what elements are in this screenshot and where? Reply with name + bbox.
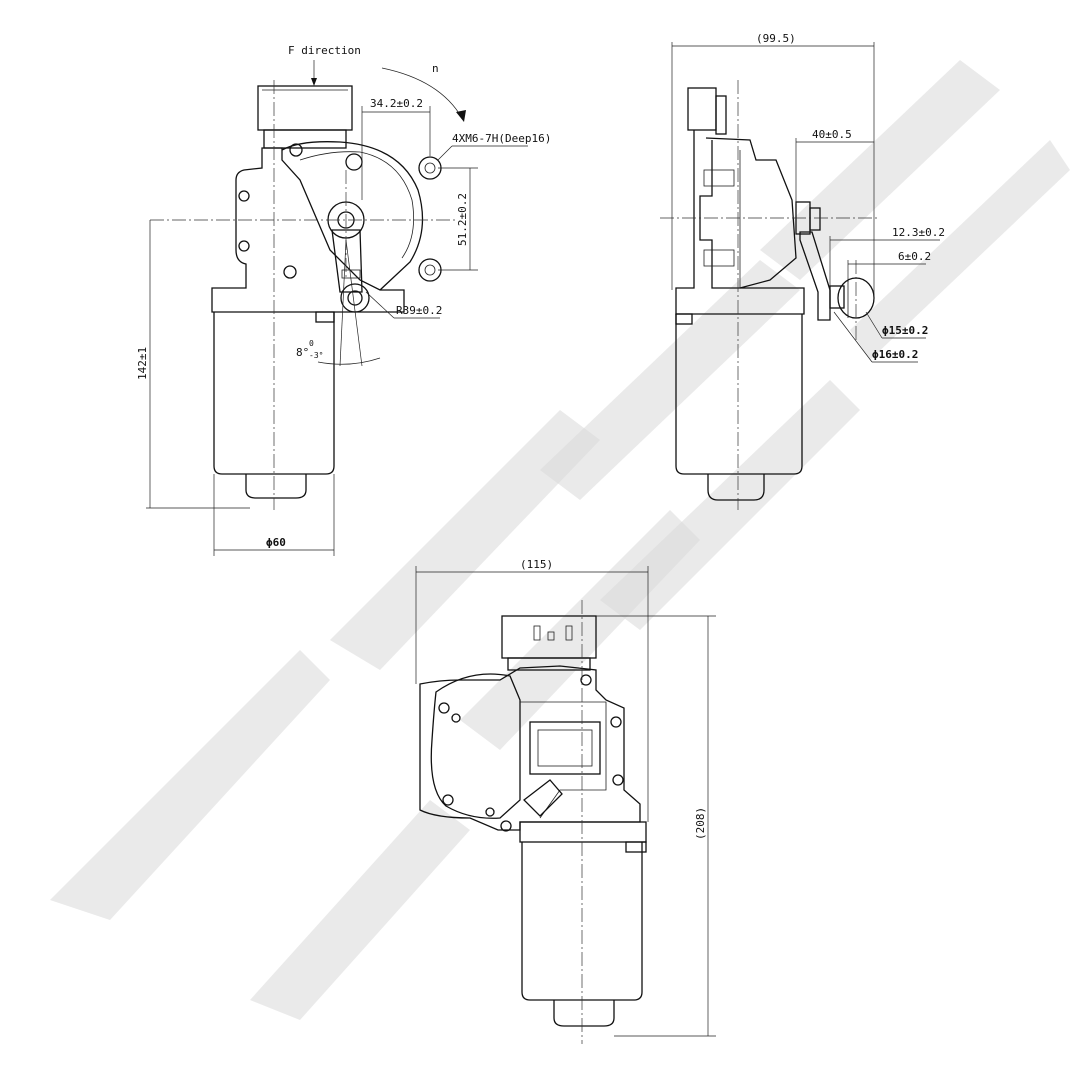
front-connector xyxy=(257,85,353,131)
side-dim-ball-offset-outer: 12.3±0.2 xyxy=(892,226,945,239)
bottom-motor-brush-cover xyxy=(529,721,601,775)
side-dim-ball-offset-inner: 6±0.2 xyxy=(898,250,931,263)
bottom-view: (115) (208) xyxy=(415,558,716,1044)
front-view: F direction n 34.2±0.2 4XM6-7H(Deep16) 5… xyxy=(136,44,551,556)
watermark-logo xyxy=(50,60,1070,1020)
side-dim-shaft-depth: 40±0.5 xyxy=(812,128,852,141)
front-dim-diameter: ϕ60 xyxy=(266,536,286,549)
front-dim-angle: 8° xyxy=(296,346,309,359)
side-dim-ball-diameter-large: ϕ16±0.2 xyxy=(872,348,918,361)
side-dim-overall-depth: (99.5) xyxy=(756,32,796,45)
side-dim-ball-diameter-small: ϕ15±0.2 xyxy=(882,324,928,337)
bottom-motor-endcap xyxy=(553,1000,615,1027)
front-dim-angle-lower: -3° xyxy=(309,351,323,360)
side-connector xyxy=(687,87,717,131)
front-mount-boss-bottom xyxy=(418,258,442,282)
bottom-dim-width: (115) xyxy=(520,558,553,571)
bottom-gearbox-housing xyxy=(419,665,641,831)
front-dim-angle-upper: 0 xyxy=(309,339,314,348)
front-crank-ball xyxy=(340,283,370,313)
front-motor-endcap xyxy=(245,474,307,499)
front-crank-arm xyxy=(331,229,363,293)
bottom-motor-flange xyxy=(519,821,647,843)
side-view: (99.5) 40±0.5 12.3±0.2 6±0.2 ϕ15±0.2 ϕ16… xyxy=(660,32,945,510)
front-gearbox-housing xyxy=(211,147,405,313)
side-crank-arm xyxy=(799,231,831,321)
bottom-dim-length: (208) xyxy=(694,807,707,840)
side-gearbox-housing xyxy=(699,137,797,289)
front-direction-label: F direction xyxy=(288,44,361,57)
front-dim-height: 142±1 xyxy=(136,347,149,380)
front-dim-thread: 4XM6-7H(Deep16) xyxy=(452,132,551,145)
front-dim-crank-radius: R39±0.2 xyxy=(396,304,442,317)
side-motor-can xyxy=(675,314,803,475)
front-rotation-label: n xyxy=(432,62,439,75)
front-motor-can xyxy=(213,312,335,475)
front-dim-mount-spacing: 51.2±0.2 xyxy=(456,193,469,246)
side-motor-endcap xyxy=(707,474,765,501)
front-mount-boss-top xyxy=(418,156,442,180)
front-dim-crank-offset: 34.2±0.2 xyxy=(370,97,423,110)
